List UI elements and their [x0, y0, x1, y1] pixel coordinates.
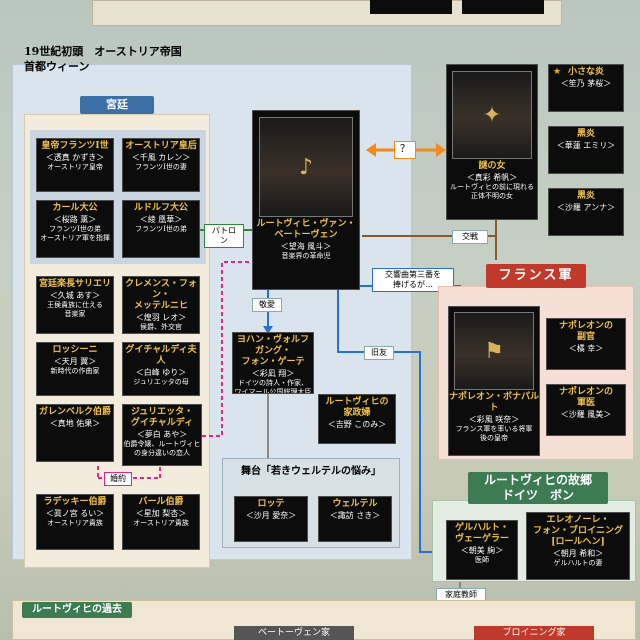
top-banner-card-1 [370, 0, 452, 14]
card-bahr: バール伯爵＜星加 梨杏＞オーストリア貴族 [122, 494, 200, 550]
love-line [202, 261, 258, 437]
unknown-badge: ？ [394, 141, 416, 159]
card-franz: 皇帝フランツⅠ世＜透真 かずき＞オーストリア皇帝 [36, 138, 114, 192]
card-metternich: クレメンス・フォン・ メッテルニヒ＜煌羽 レオ＞侯爵、外交官 [122, 276, 200, 334]
breuning-family-header: ブロイニング家 [474, 626, 594, 640]
napoleon-portrait: ⚑ [454, 312, 534, 390]
top-banner-card-2 [462, 0, 544, 14]
card-housekeeper: ルートヴィヒの 家政婦＜吉野 このみ＞ [318, 394, 396, 444]
card-empress: オーストリア皇后＜千風 カレン＞フランツⅠ世の妻 [122, 138, 200, 192]
card-salieri: 宮廷楽長サリエリ＜久城 あす＞王侯貴族に仕える 音楽家 [36, 276, 114, 334]
card-adjutant: ナポレオンの 副官＜橘 幸＞ [546, 318, 626, 370]
card-giulietta: ジュリエッタ・ グイチャルディ＜夢白 あや＞伯爵令嬢、ルートヴィヒ の身分違いの… [122, 404, 202, 466]
france-header: フランス軍 [486, 264, 586, 288]
card-gallenberg: ガレンベルク伯爵＜真地 佑果＞ [36, 404, 114, 462]
card-mystery: ✦ 謎の女 ＜真彩 希帆＞ ルートヴィヒの前に現れる 正体不明の女 [446, 64, 538, 220]
stage-title: 舞台「若きウェルテルの悩み」 [241, 466, 381, 477]
card-surgeon: ナポレオンの 軍医＜沙羅 風美＞ [546, 384, 626, 436]
card-black-flame-2: 黒炎＜沙羅 アンナ＞ [548, 188, 624, 236]
card-rudolf: ルドルフ大公＜綾 凰華＞フランツⅠ世の弟 [122, 200, 200, 258]
card-wegeler: ゲルハルト・ ヴェーゲラー＜朝美 絢＞医師 [446, 520, 518, 580]
card-lotte: ロッテ＜沙月 愛奈＞ [234, 496, 308, 542]
engaged-label: 婚約 [104, 472, 132, 486]
respect-label: 敬愛 [252, 298, 282, 312]
beethoven-family-header: ベートーヴェン家 [234, 626, 354, 640]
card-goethe: ヨハン・ヴォルフガング・ フォン・ゲーテ＜彩凪 翔＞ドイツの詩人・作家、 ワイマ… [232, 332, 314, 394]
mystery-portrait: ✦ [452, 71, 532, 159]
friend-line [337, 290, 444, 553]
card-eleonore: エレオノーレ・ フォン・ブロイニング [ロールヘン]＜朝月 希和＞ゲルハルトの妻 [526, 512, 630, 580]
vienna-title: 19世紀初頭 オーストリア帝国 首都ウィーン [24, 45, 182, 73]
ludwig-portrait: ♪ [259, 117, 353, 217]
card-small-flame: ★小さな炎＜笙乃 茅桜＞ [548, 64, 624, 112]
past-header: ルートヴィヒの過去 [22, 602, 132, 618]
hometown-header: ルートヴィヒの故郷 ドイツ ボン [468, 472, 608, 504]
card-ludwig: ♪ ルートヴィヒ・ヴァン・ ベートーヴェン ＜望海 風斗＞ 音楽界の革命児 [252, 110, 360, 290]
mystery-arrow-left [366, 143, 376, 157]
card-radetzky: ラデッキー伯爵＜眞ノ宮 るい＞オーストリア貴族 [36, 494, 114, 550]
card-guicciardi-mother: グイチャルディ夫人＜白峰 ゆり＞ジュリエッタの母 [122, 342, 200, 396]
friend-label: 旧友 [364, 346, 394, 360]
respect-arrow [263, 326, 273, 334]
card-werther: ウェルテル＜諏訪 さき＞ [318, 496, 392, 542]
mystery-arrow-right [436, 143, 446, 157]
court-header: 宮廷 [80, 96, 154, 114]
card-black-flame-1: 黒炎＜華蓮 エミリ＞ [548, 126, 624, 174]
battle-label: 交戦 [452, 230, 488, 244]
patron-label: パトロン [204, 224, 244, 248]
card-karl: カール大公＜桜路 薫＞フランツⅠ世の弟 オーストリア軍を指揮 [36, 200, 114, 258]
card-rossini: ロッシーニ＜天月 翼＞新時代の作曲家 [36, 342, 114, 396]
card-napoleon: ⚑ ナポレオン・ボナパルト ＜彩風 咲奈＞ フランス軍を率いる将軍 後の皇帝 [448, 306, 540, 456]
star-icon: ★ [553, 67, 562, 77]
